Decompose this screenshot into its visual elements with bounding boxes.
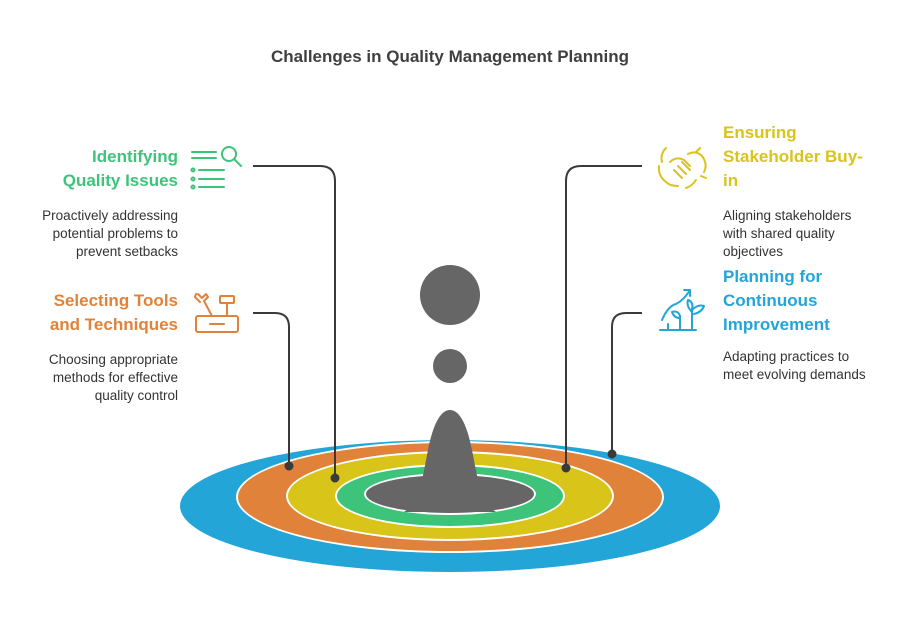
connector-dot-selecting <box>284 461 294 471</box>
identifying-heading: Identifying Quality Issues <box>62 147 178 190</box>
ensuring-heading: Ensuring Stakeholder Buy- in <box>723 123 863 190</box>
connector-selecting <box>253 312 290 466</box>
selecting-heading: Selecting Tools and Techniques <box>49 291 178 334</box>
splash-spike <box>404 410 496 512</box>
planning-description: Adapting practices to meet evolving dema… <box>723 349 866 382</box>
identifying-description: Proactively addressing potential problem… <box>42 208 178 259</box>
connector-identifying <box>253 165 336 478</box>
droplet-large <box>420 265 480 325</box>
page-title: Challenges in Quality Management Plannin… <box>270 47 629 66</box>
selecting-description: Choosing appropriate methods for effecti… <box>48 352 178 403</box>
growth-plant-icon <box>659 289 705 331</box>
connector-dot-identifying <box>330 473 340 483</box>
connector-dot-planning <box>607 449 617 459</box>
checklist-search-icon <box>190 146 242 190</box>
connector-ensuring <box>565 165 642 468</box>
ensuring-description: Aligning stakeholders with shared qualit… <box>723 208 852 259</box>
connector-planning <box>611 312 642 454</box>
handshake-icon <box>657 147 707 189</box>
connector-dot-ensuring <box>561 463 571 473</box>
toolbox-icon <box>194 293 239 333</box>
planning-heading: Planning for Continuous Improvement <box>723 267 830 334</box>
droplet-small <box>433 349 467 383</box>
